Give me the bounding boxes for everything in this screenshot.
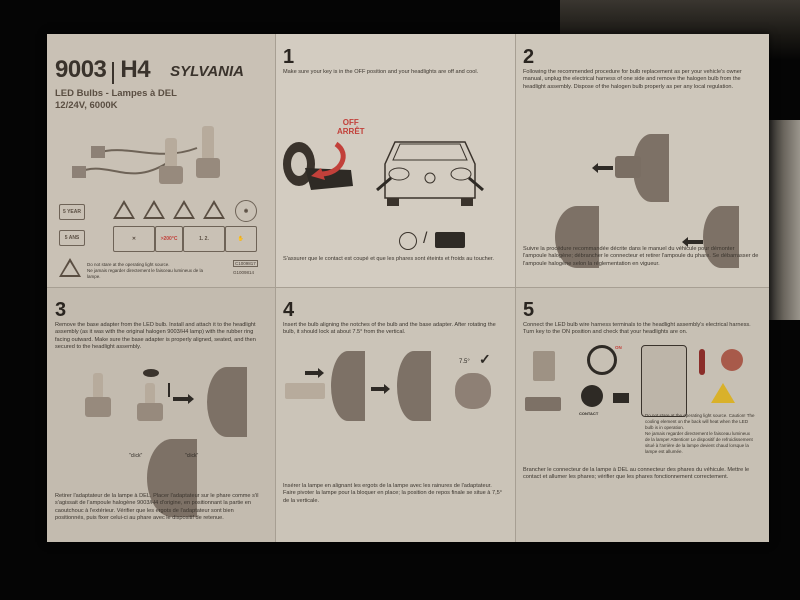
headlight-housing-left bbox=[555, 206, 599, 268]
gloves-icon: ✋ bbox=[225, 226, 257, 252]
angle-label: 7.5° bbox=[459, 359, 470, 365]
step-text-fr: Suivre la procédure recommandée décrite … bbox=[523, 246, 759, 267]
harness-plug-illustration bbox=[525, 397, 561, 411]
step-text-fr: Brancher le connecteur de la lampe à DEL… bbox=[523, 467, 750, 481]
step-number: 4 bbox=[283, 299, 295, 321]
off-label-en: OFF bbox=[342, 118, 359, 127]
no-children-warning-icon bbox=[173, 200, 195, 219]
product-title: 9003 H4 SYLVANIA bbox=[55, 56, 267, 84]
insert-arrow-icon bbox=[305, 368, 324, 378]
car-front-illustration bbox=[375, 134, 485, 219]
safety-glasses-icon: ◉ bbox=[235, 200, 257, 222]
headlight-off-icon bbox=[399, 232, 417, 250]
alt-model-number: H4 bbox=[120, 56, 151, 83]
led-bulbs-illustration bbox=[67, 118, 257, 198]
bulb-angle-diagram bbox=[455, 373, 491, 409]
step-number: 3 bbox=[55, 299, 67, 321]
electric-hazard-icon bbox=[203, 200, 225, 219]
step-text-en: Remove the base adapter from the LED bul… bbox=[55, 322, 256, 351]
fold-line bbox=[515, 34, 516, 542]
warranty-badge-fr: 5 ANS bbox=[59, 230, 85, 246]
step-3-panel: 3 Remove the base adapter from the LED b… bbox=[47, 287, 275, 542]
no-stare-warning-icon bbox=[113, 200, 135, 219]
install-arrow-icon bbox=[173, 394, 194, 404]
step-2-panel: 2 Following the recommended procedure fo… bbox=[515, 34, 769, 287]
headlight-housing-illustration bbox=[207, 367, 247, 437]
car-corner-illustration bbox=[641, 345, 687, 417]
contact-label: CONTACT bbox=[579, 411, 599, 416]
step-text-en: Connect the LED bulb wire harness termin… bbox=[523, 322, 751, 336]
step-4-panel: 4 Insert the bulb aligning the notches o… bbox=[275, 287, 515, 542]
fold-line bbox=[275, 34, 276, 542]
caution-text-en: Do not stare at the operating light sour… bbox=[645, 413, 755, 430]
key-off-illustration bbox=[281, 134, 361, 199]
headlight-housing-2 bbox=[397, 351, 431, 421]
warning-text: Do not stare at the operating light sour… bbox=[87, 262, 217, 280]
no-touch-warning-icon bbox=[143, 200, 165, 219]
high-temp-icon: >200°C bbox=[155, 226, 183, 252]
checkmark-icon: ✓ bbox=[479, 351, 491, 367]
step-number: 1 bbox=[283, 46, 295, 68]
hot-bulb-icon bbox=[721, 349, 743, 371]
no-water-icon: ✕ bbox=[113, 226, 155, 252]
step-text-fr: S'assurer que le contact est coupé et qu… bbox=[283, 256, 494, 262]
headlight-housing-1 bbox=[331, 351, 365, 421]
headlight-housing-right bbox=[703, 206, 739, 268]
base-adapter-illustration bbox=[77, 367, 177, 432]
click-label-left: "click" bbox=[129, 453, 143, 459]
headlight-on-switch-icon bbox=[613, 393, 629, 403]
led-bulb-side-illustration bbox=[285, 383, 325, 399]
warning-text-fr: Ne jamais regarder directement le faisce… bbox=[87, 268, 204, 279]
brand-logo: SYLVANIA bbox=[170, 63, 244, 80]
halogen-bulb-connector bbox=[615, 156, 641, 178]
rotate-arrow-icon bbox=[371, 384, 390, 394]
product-code-1: C1009817 bbox=[233, 260, 258, 267]
product-panel: 9003 H4 SYLVANIA LED Bulbs - Lampes à DE… bbox=[47, 34, 275, 287]
fold-line bbox=[47, 287, 769, 288]
title-separator bbox=[112, 62, 115, 84]
step-text-fr: Insérer la lampe en alignant les ergots … bbox=[283, 483, 502, 504]
product-code-2: G1009814 bbox=[233, 270, 255, 275]
slash-divider: / bbox=[423, 230, 428, 247]
on-label: ON bbox=[615, 345, 622, 350]
install-steps-icon: 1. 2. bbox=[183, 226, 225, 252]
stare-warning-icon bbox=[59, 258, 81, 277]
warranty-badge-en: 5 YEAR bbox=[59, 204, 85, 220]
product-subtitle: LED Bulbs - Lampes à DEL bbox=[55, 88, 177, 99]
caution-text: Do not stare at the operating light sour… bbox=[645, 413, 755, 455]
step-text-en: Following the recommended procedure for … bbox=[523, 69, 742, 90]
connector-illustration bbox=[533, 351, 555, 381]
step-text-en: Insert the bulb aligning the notches of … bbox=[283, 322, 496, 336]
headlight-housing-lock bbox=[147, 439, 197, 517]
click-label-right: "click" bbox=[185, 453, 199, 459]
off-label: OFF ARRÊT bbox=[337, 118, 365, 136]
step-text-fr: Retirer l'adaptateur de la lampe à DEL. … bbox=[55, 493, 259, 522]
caution-text-fr: Ne jamais regarder directement le faisce… bbox=[645, 431, 753, 454]
step-1-panel: 1 Make sure your key is in the OFF posit… bbox=[275, 34, 515, 287]
model-number: 9003 bbox=[55, 56, 107, 83]
headlight-switch-icon bbox=[435, 232, 465, 248]
warning-text-en: Do not stare at the operating light sour… bbox=[87, 262, 170, 267]
key-on-illustration bbox=[587, 345, 617, 375]
instruction-sheet: 9003 H4 SYLVANIA LED Bulbs - Lampes à DE… bbox=[47, 34, 769, 542]
step-5-panel: 5 Connect the LED bulb wire harness term… bbox=[515, 287, 769, 542]
thermometer-icon bbox=[699, 349, 705, 375]
ignition-contact-icon bbox=[581, 385, 603, 407]
step-number: 5 bbox=[523, 299, 535, 321]
extract-arrow-icon bbox=[682, 237, 703, 247]
hot-surface-warning-icon bbox=[711, 383, 735, 403]
remove-arrow-icon bbox=[592, 163, 613, 173]
step-number: 2 bbox=[523, 46, 535, 68]
step-text-en: Make sure your key is in the OFF positio… bbox=[283, 69, 479, 75]
product-spec: 12/24V, 6000K bbox=[55, 100, 118, 111]
off-label-fr: ARRÊT bbox=[337, 127, 365, 136]
